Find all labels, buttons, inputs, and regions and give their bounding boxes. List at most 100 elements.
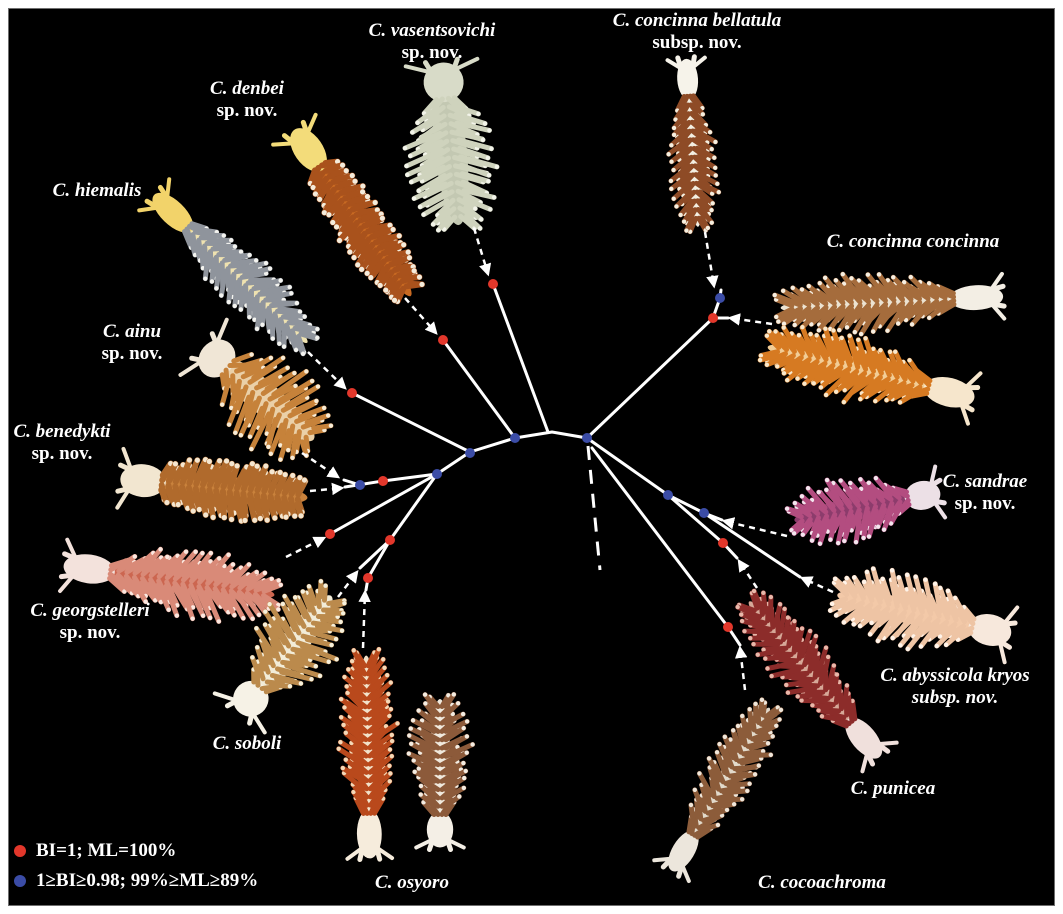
legend-strong-text: BI=1; ML=100%: [36, 840, 176, 862]
taxon-name: C. denbei: [210, 78, 284, 100]
label-benedykti: C. benedykti sp. nov.: [13, 421, 110, 465]
label-vasentsovichi: C. vasentsovichi sp. nov.: [369, 20, 496, 64]
photo-osyoro-2: [407, 692, 475, 849]
ceras-tip: [461, 761, 465, 765]
ceras-tip: [456, 701, 460, 705]
ceras-tip: [462, 776, 466, 780]
ceras: [220, 496, 226, 517]
label-punicea: C. punicea: [851, 778, 935, 800]
ceras-tip: [407, 733, 411, 737]
label-concinna-bellatula: C. concinna bellatula subsp. nov.: [613, 10, 781, 54]
photo-concinna-concinna-2: [752, 312, 983, 435]
node-strong-support: [708, 313, 718, 323]
label-ainu: C. ainu sp. nov.: [102, 321, 163, 365]
node-strong-support: [438, 335, 448, 345]
photo-sandrae: [781, 457, 949, 557]
taxon-name: C. cocoachroma: [758, 872, 886, 894]
blue-dot-icon: [14, 875, 26, 887]
ceras-tip: [419, 792, 423, 796]
taxon-status: subsp. nov.: [613, 32, 781, 54]
ceras-tip: [457, 794, 461, 798]
node-strong-support: [378, 476, 388, 486]
photo-concinna-concinna-1: [772, 264, 1006, 341]
label-denbei: C. denbei sp. nov.: [210, 78, 284, 122]
ceras-tip: [423, 692, 427, 696]
label-abyssicola-kryos: C. abyssicola kryos subsp. nov.: [880, 665, 1029, 709]
arrow-concinna-concinna: [730, 318, 772, 324]
taxon-name: C. ainu: [102, 321, 163, 343]
ceras-tip: [464, 769, 468, 773]
ceras-tip: [416, 708, 420, 712]
label-georgstelleri: C. georgstelleri sp. nov.: [30, 600, 149, 644]
branch-hiemalis: [352, 393, 470, 452]
node-moderate-support: [699, 508, 709, 518]
branch-osyoro: [366, 474, 437, 590]
taxon-status: sp. nov.: [210, 100, 284, 122]
arrow-cocoachroma: [740, 648, 745, 690]
taxon-name: C. concinna concinna: [827, 231, 1000, 253]
taxon-name: C. osyoro: [375, 872, 449, 894]
photo-concinna-bellatula: [660, 56, 724, 236]
label-hiemalis: C. hiemalis: [53, 180, 142, 202]
arrow-benedykti: [310, 488, 342, 491]
taxon-name: C. soboli: [213, 733, 282, 755]
node-moderate-support: [582, 433, 592, 443]
arrow-punicea: [739, 561, 757, 588]
legend-moderate-text: 1≥BI≥0.98; 99%≥ML≥89%: [36, 870, 258, 892]
red-dot-icon: [14, 845, 26, 857]
arrow-abyssicola-kryos: [802, 578, 833, 592]
arrow-osyoro: [363, 592, 365, 648]
photo-ainu: [170, 308, 351, 482]
ceras-tip: [413, 770, 417, 774]
ceras-tip: [452, 692, 456, 696]
branch-abyssicola-kryos: [704, 513, 800, 577]
specimen-photos: [58, 56, 1021, 886]
ceras-tip: [461, 726, 465, 730]
node-strong-support: [347, 388, 357, 398]
node-moderate-support: [355, 480, 365, 490]
label-osyoro: C. osyoro: [375, 872, 449, 894]
ceras-tip: [419, 784, 423, 788]
legend-moderate-support: 1≥BI≥0.98; 99%≥ML≥89%: [14, 870, 258, 892]
taxon-status: sp. nov.: [369, 42, 496, 64]
ceras-tip: [423, 701, 427, 705]
arrow-denbei: [405, 298, 436, 333]
legend-strong-support: BI=1; ML=100%: [14, 840, 176, 862]
photo-cocoachroma: [647, 687, 797, 885]
node-strong-support: [325, 529, 335, 539]
taxon-name: C. georgstelleri: [30, 600, 149, 622]
branch-vasentsovichi: [493, 284, 548, 432]
taxon-status: sp. nov.: [13, 443, 110, 465]
arrow-vasentsovichi: [474, 228, 488, 274]
taxon-name: C. punicea: [851, 778, 935, 800]
node-moderate-support: [663, 490, 673, 500]
ceras-tip: [409, 742, 413, 746]
ceras-tip: [465, 734, 469, 738]
photo-vasentsovichi: [394, 56, 506, 238]
node-strong-support: [718, 538, 728, 548]
branch-cocoachroma: [592, 448, 740, 645]
label-soboli: C. soboli: [213, 733, 282, 755]
branch-concinna: [587, 290, 721, 438]
photo-hiemalis: [134, 172, 333, 367]
photo-abyssicola-kryos: [821, 556, 1021, 674]
taxon-name: C. hiemalis: [53, 180, 142, 202]
node-moderate-support: [432, 469, 442, 479]
taxon-status: sp. nov.: [102, 343, 163, 365]
support-nodes: [325, 279, 733, 632]
ceras-tip: [409, 726, 413, 730]
taxon-name: C. abyssicola kryos: [880, 665, 1029, 687]
node-strong-support: [723, 622, 733, 632]
ceras-tip: [407, 751, 411, 755]
ceras-tip: [470, 742, 474, 746]
ceras-tip: [465, 751, 469, 755]
label-concinna-concinna: C. concinna concinna: [827, 231, 1000, 253]
label-cocoachroma: C. cocoachroma: [758, 872, 886, 894]
ceras-tip: [462, 786, 466, 790]
taxon-name: C. concinna bellatula: [613, 10, 781, 32]
branch-outgroup-dashed: [588, 446, 600, 570]
taxon-name: C. sandrae: [943, 471, 1027, 493]
photo-osyoro-1: [335, 647, 402, 860]
taxon-name: C. benedykti: [13, 421, 110, 443]
